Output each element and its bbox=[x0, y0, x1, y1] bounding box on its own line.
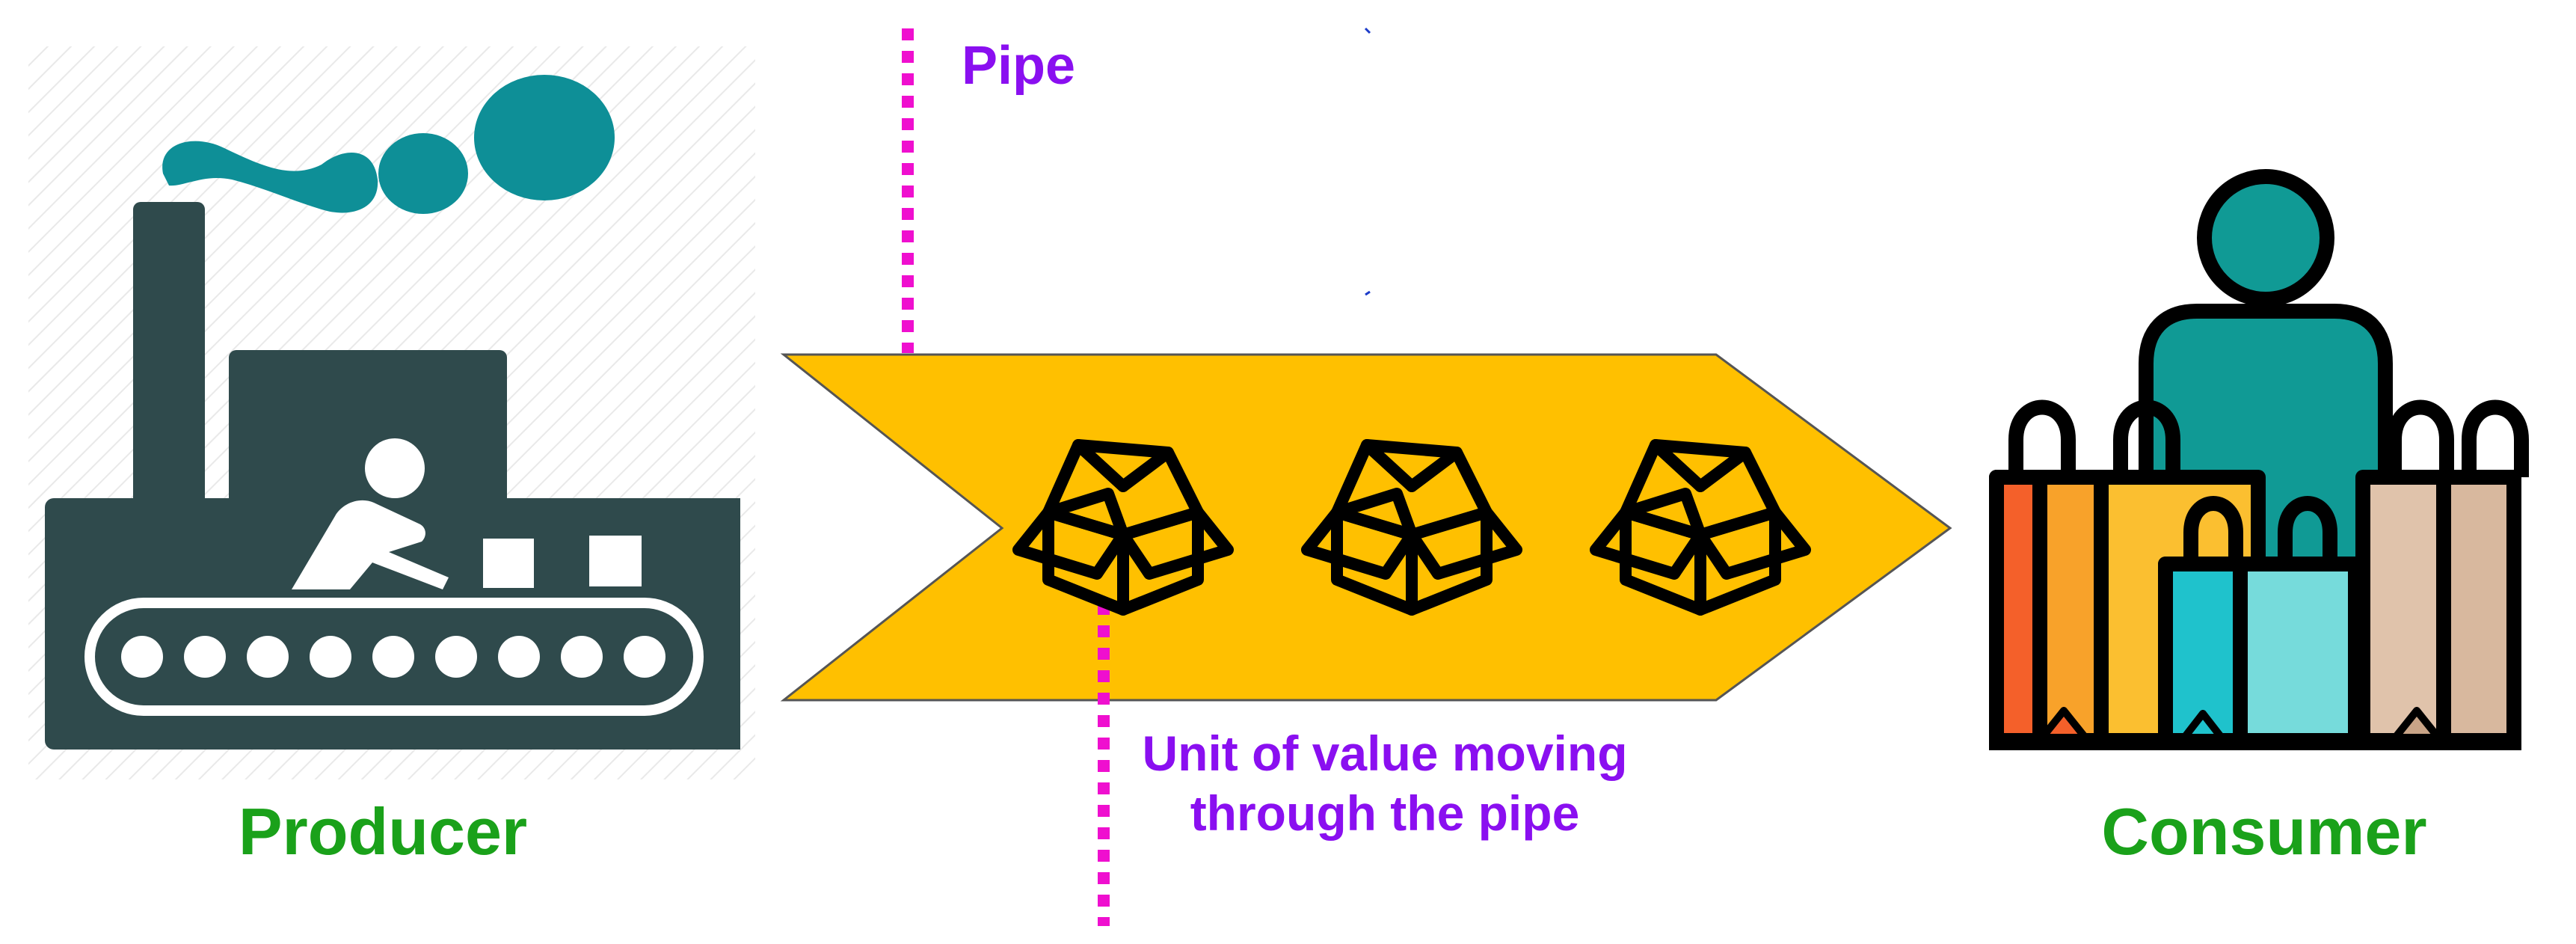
shopper-icon bbox=[1989, 169, 2529, 750]
conveyor-belt bbox=[84, 598, 704, 716]
tiny-mark bbox=[1365, 290, 1371, 296]
conveyor-rollers bbox=[121, 636, 665, 678]
package bbox=[483, 539, 534, 588]
unit-label-line2: through the pipe bbox=[1190, 785, 1580, 841]
smoke-puffs bbox=[162, 75, 615, 214]
package bbox=[589, 536, 642, 586]
tiny-mark bbox=[1364, 27, 1371, 34]
pipe-label: Pipe bbox=[962, 36, 1075, 96]
worker bbox=[292, 438, 449, 589]
unit-label-line1: Unit of value moving bbox=[1142, 726, 1627, 781]
consumer-label: Consumer bbox=[2101, 794, 2426, 868]
chimney bbox=[133, 202, 205, 537]
producer-label: Producer bbox=[239, 794, 527, 868]
factory-icon bbox=[28, 46, 755, 779]
